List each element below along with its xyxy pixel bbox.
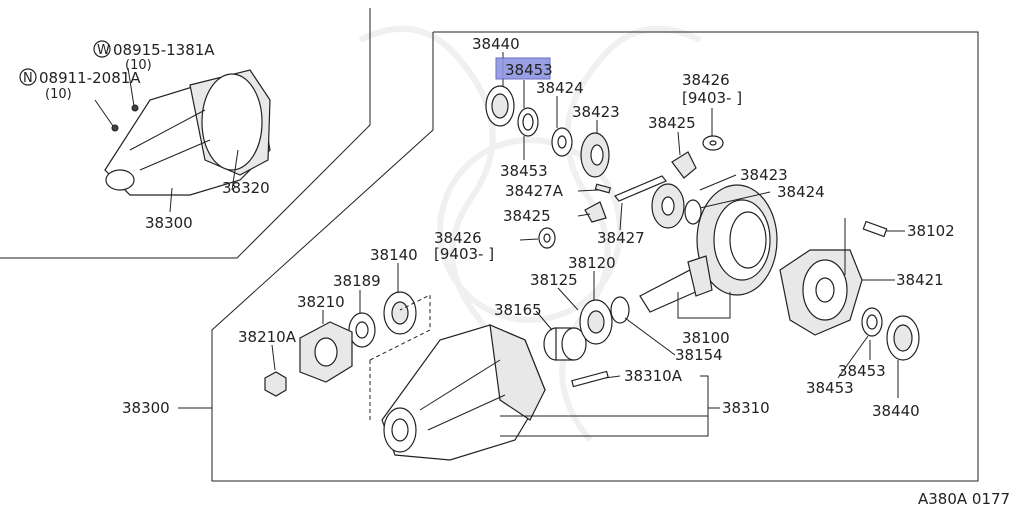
bolt-b-callout: N 08911-2081A (10) <box>19 68 141 102</box>
side-gear-right <box>651 183 702 229</box>
bolt-a-symbol: W <box>97 43 110 58</box>
pinion-mate-top <box>671 151 697 179</box>
pinion-mate-mid <box>584 201 607 223</box>
label-38140: 38140 <box>370 246 418 264</box>
label-38440-top: 38440 <box>472 35 520 53</box>
pinion-washer-top <box>702 135 724 151</box>
pinion-height-washer <box>610 296 630 324</box>
label-38100: 38100 <box>682 329 730 347</box>
label-38310A: 38310A <box>624 367 683 385</box>
label-38427A: 38427A <box>505 182 564 200</box>
figure-code: A380A 0177 <box>918 490 1010 508</box>
inset-assembly-label: 38300 <box>145 214 193 232</box>
label-38120: 38120 <box>568 254 616 272</box>
bolt-b-number: 08911-2081A <box>39 69 141 87</box>
label-38424-top: 38424 <box>536 79 584 97</box>
label-38426-mid-range: [9403- ] <box>434 245 494 263</box>
label-38440-bottom: 38440 <box>872 402 920 420</box>
side-bearing-bottom <box>861 307 920 361</box>
ring-gear <box>696 184 778 296</box>
inset-carrier-drawing <box>94 67 271 213</box>
label-38421: 38421 <box>896 271 944 289</box>
washer-symbol-icon <box>93 40 111 58</box>
pinion-shaft <box>594 175 667 202</box>
leader-lines <box>178 52 905 437</box>
label-38189: 38189 <box>333 272 381 290</box>
label-38210A: 38210A <box>238 328 297 346</box>
thrust-washer-top <box>551 127 573 157</box>
label-38424-right: 38424 <box>777 183 825 201</box>
carrier-bolt <box>571 370 609 388</box>
inset-cover-label: 38320 <box>222 179 270 197</box>
label-38453-mid: 38453 <box>500 162 548 180</box>
label-38453-top: 38453 <box>505 61 553 79</box>
oil-seal <box>348 312 376 348</box>
flange-nut <box>264 371 287 397</box>
label-38310: 38310 <box>722 399 770 417</box>
ring-gear-bolt <box>844 218 888 275</box>
main-carrier-housing <box>381 324 546 461</box>
companion-flange <box>299 321 353 383</box>
label-38426-top: 38426 <box>682 71 730 89</box>
inset-frame <box>0 8 371 259</box>
bolt-a-number: 08915-1381A <box>113 41 215 59</box>
label-38426-mid: 38426 <box>434 229 482 247</box>
pinion-rear-bearing <box>579 299 613 345</box>
label-38165: 38165 <box>494 301 542 319</box>
label-38453-bottom: 38453 <box>806 379 854 397</box>
label-38423-top: 38423 <box>572 103 620 121</box>
label-38425-top: 38425 <box>648 114 696 132</box>
bolt-b-qty: (10) <box>45 87 72 102</box>
label-38426-top-range: [9403- ] <box>682 89 742 107</box>
label-38154: 38154 <box>675 346 723 364</box>
main-frame <box>211 31 979 482</box>
bolt-b-symbol: N <box>23 71 33 86</box>
part-highlight[interactable] <box>495 57 551 80</box>
label-38300-main: 38300 <box>122 399 170 417</box>
pinion-washer-mid <box>538 227 556 249</box>
pinion-front-bearing <box>383 291 417 335</box>
nut-symbol-icon <box>19 68 37 86</box>
label-38423-right: 38423 <box>740 166 788 184</box>
bolt-a-callout: W 08915-1381A (10) <box>93 40 215 73</box>
label-38102: 38102 <box>907 222 955 240</box>
bolt-a-qty: (10) <box>125 58 152 73</box>
side-gear-top <box>580 132 610 178</box>
part-labels: 38440 38453 38424 38423 38426 [9403- ] 3… <box>122 35 955 420</box>
side-bearing-top <box>485 85 539 137</box>
label-38427: 38427 <box>597 229 645 247</box>
label-38125: 38125 <box>530 271 578 289</box>
differential-case <box>779 249 863 336</box>
dashed-guide-lines <box>369 294 431 420</box>
drive-pinion <box>639 255 713 313</box>
label-38453-low: 38453 <box>838 362 886 380</box>
label-38425-mid: 38425 <box>503 207 551 225</box>
label-38210: 38210 <box>297 293 345 311</box>
collapsible-spacer <box>543 327 587 361</box>
